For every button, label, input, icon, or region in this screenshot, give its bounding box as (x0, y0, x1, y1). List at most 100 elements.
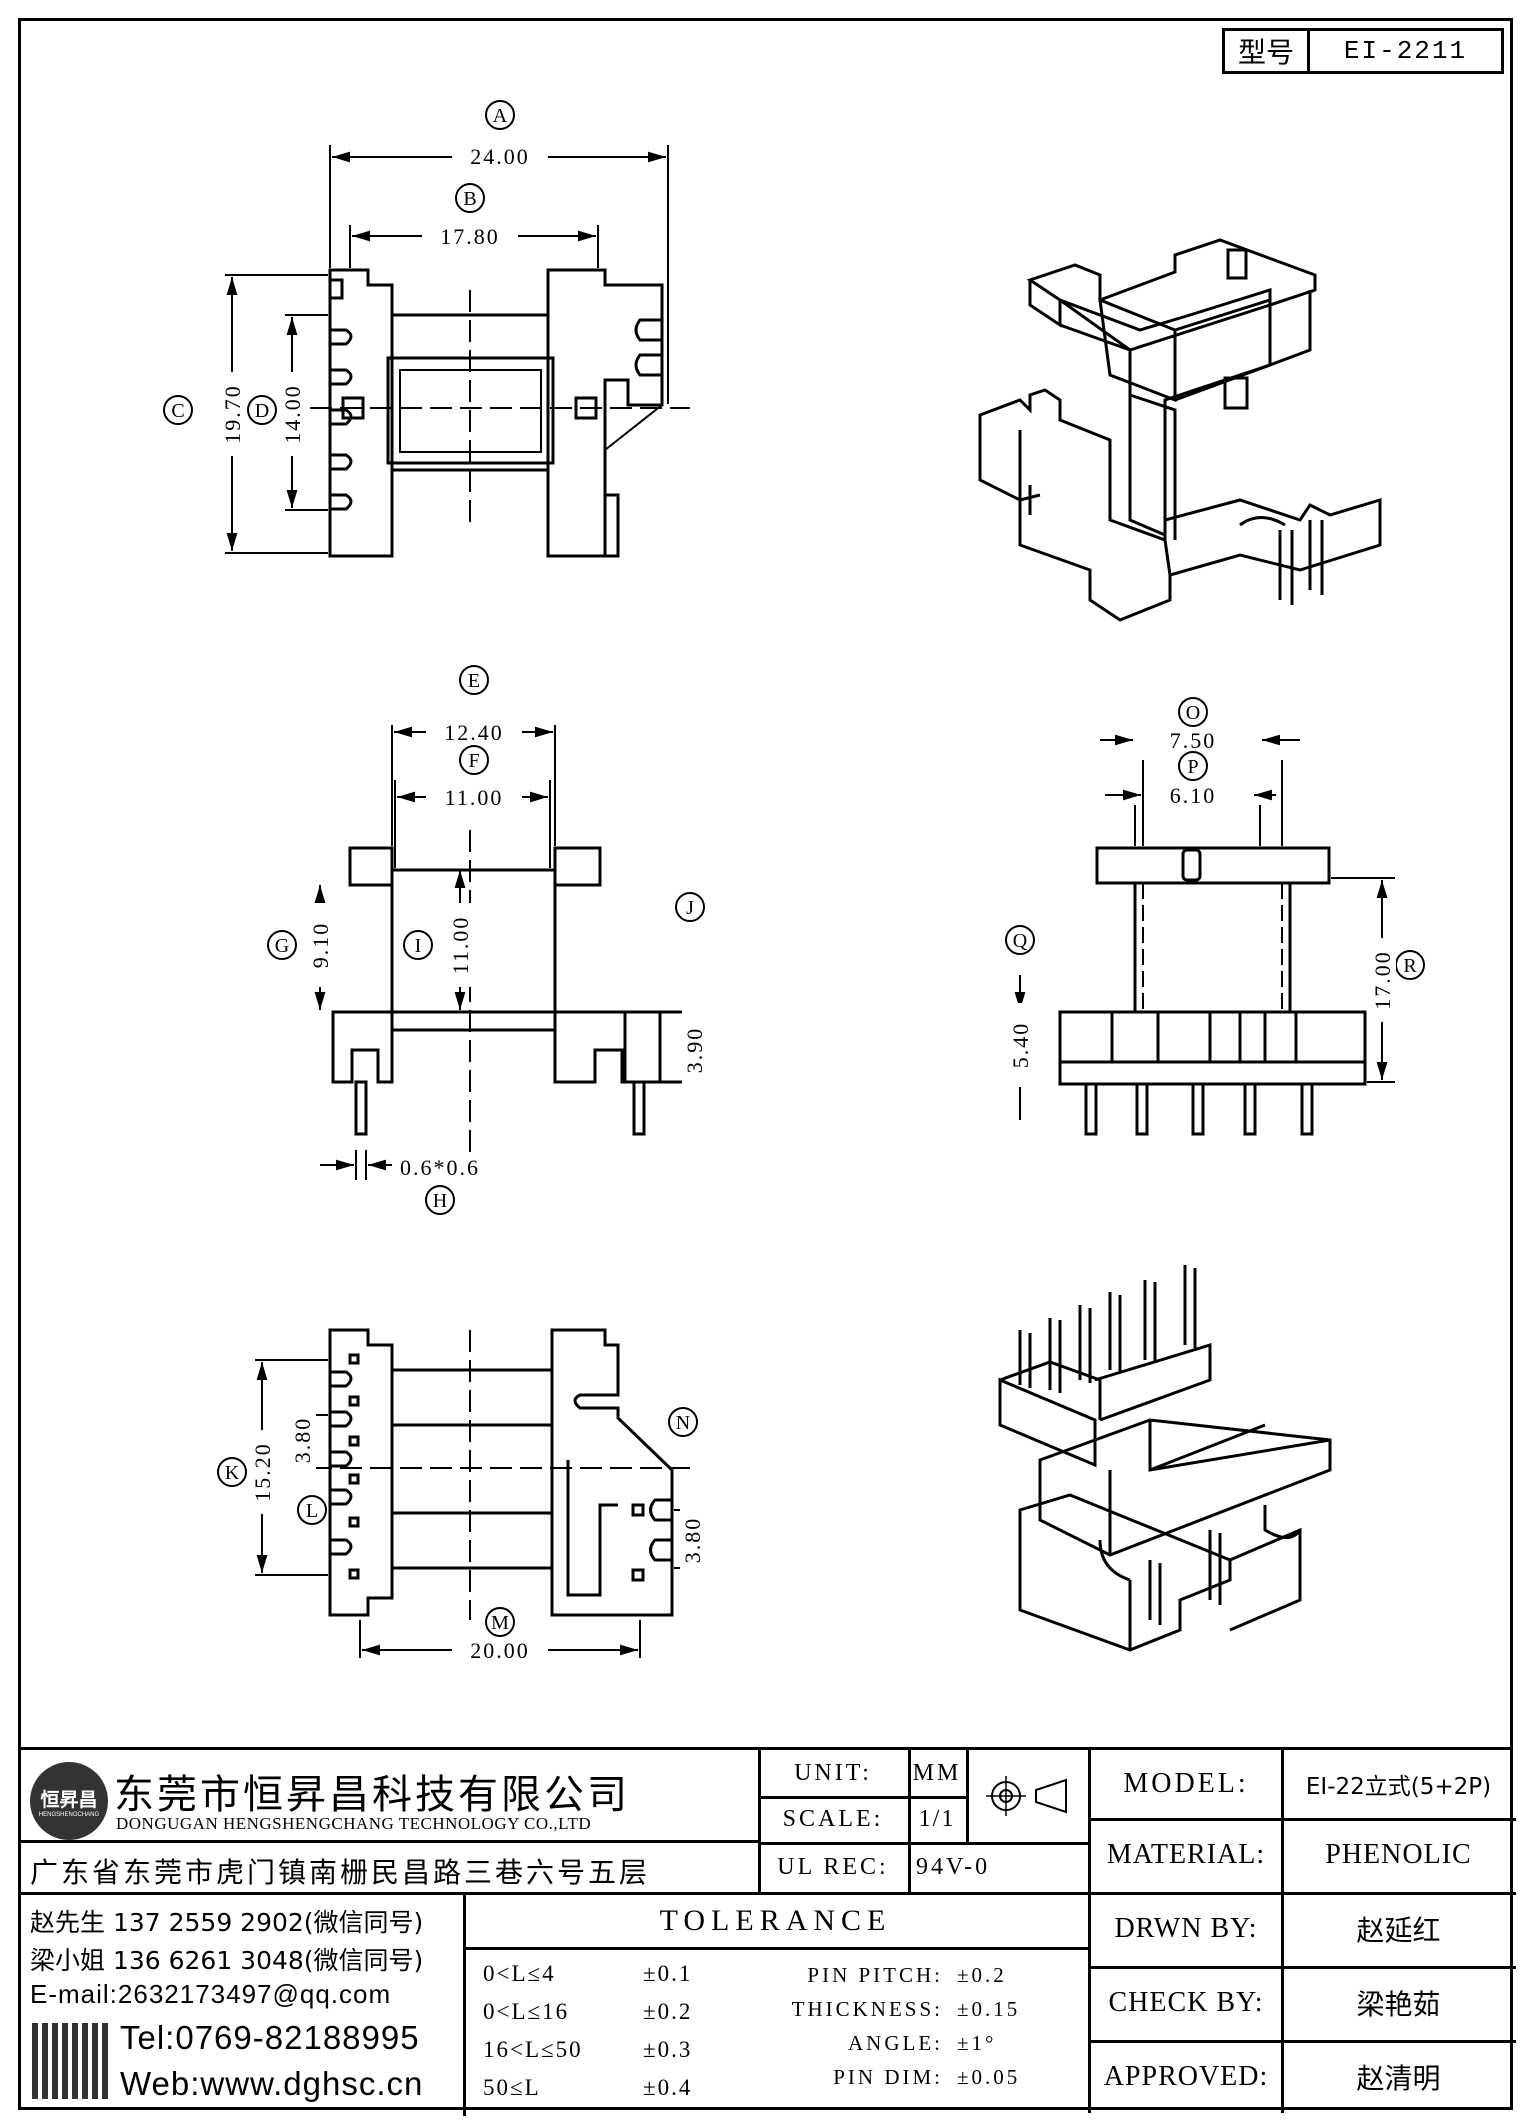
dim-q-letter: Q (1013, 930, 1028, 952)
logo-subtext: HENGSHENGCHANG (38, 1811, 100, 1818)
contact-line-1: 赵先生 137 2559 2902(微信同号) (30, 1908, 424, 1937)
dim-f-marker (459, 745, 489, 775)
approved-value: 赵清明 (1356, 2061, 1441, 2095)
tolerance-range: 0<L≤16 (483, 1999, 570, 2024)
contact-email[interactable]: E-mail:2632173497@qq.com (30, 1979, 392, 2009)
dim-l-letter: L (306, 1500, 318, 1522)
dim-h-value-bg (392, 1155, 488, 1181)
dim-g-value-bg (308, 903, 334, 987)
check-by-value: 梁艳茹 (1281, 1966, 1516, 2043)
bottom-view (255, 1328, 700, 1658)
drawn-by-label: DRWN BY: (1091, 1892, 1284, 1969)
dim-n-letter: N (676, 1412, 690, 1434)
model-number-value: EI-2211 (1343, 36, 1468, 66)
dim-o-marker (1178, 697, 1208, 727)
check-by-label: CHECK BY: (1091, 1966, 1284, 2043)
dim-k-value-bg (250, 1430, 276, 1514)
side-view (1058, 760, 1395, 1136)
tolerance-value: ±0.2 (643, 1999, 693, 2024)
tolerance-other-row: PIN DIM: ±0.05 (763, 2063, 1073, 2091)
tolerance-range: 50≤L (483, 2075, 541, 2100)
title-block: 恒昇昌 HENGSHENGCHANG 东莞市恒昇昌科技有限公司 DONGUGAN… (18, 1747, 1516, 2116)
tolerance-other-label: PIN DIM: (833, 2064, 943, 2089)
dim-q-value: 5.40 (1008, 1022, 1033, 1069)
dim-b-value-bg (422, 224, 518, 250)
dim-p-marker (1178, 751, 1208, 781)
dim-n-marker (668, 1407, 698, 1437)
tolerance-other-row: THICKNESS: ±0.15 (763, 1995, 1073, 2023)
dim-i-value: 11.00 (448, 916, 473, 975)
ul-rec-value: 94V-0 (916, 1854, 991, 1880)
dim-o-letter: O (1186, 702, 1200, 724)
dim-j-letter: J (686, 897, 694, 919)
material-label: MATERIAL: (1091, 1818, 1284, 1895)
dim-g-value: 9.10 (308, 922, 333, 969)
tolerance-other-value: ±0.2 (957, 1962, 1007, 1987)
dim-g-letter: G (275, 935, 289, 957)
info-block: MODEL: EI-22立式(5+2P) MATERIAL: PHENOLIC … (1088, 1750, 1516, 2113)
tolerance-row: 16<L≤50±0.3 (483, 2031, 763, 2069)
dim-r-value-bg (1370, 938, 1396, 1022)
projection-icon (986, 1776, 1067, 1816)
dim-n-value-bg (680, 1498, 706, 1582)
dim-i-value-bg (448, 903, 474, 987)
dim-k-letter: K (225, 1462, 240, 1484)
qr-code-icon (32, 2023, 108, 2099)
dim-p-value-bg (1145, 783, 1241, 809)
dim-h-letter: H (433, 1190, 447, 1212)
drawing-frame (18, 18, 1513, 2110)
dim-c-value-bg (220, 372, 246, 456)
dim-j-value: 3.90 (682, 1027, 707, 1074)
tolerance-title: TOLERANCE (463, 1895, 1088, 1950)
top-view (225, 145, 690, 558)
contact-block: 赵先生 137 2559 2902(微信同号) 梁小姐 136 6261 304… (18, 1892, 466, 2116)
dim-q-value-bg (1008, 1003, 1034, 1087)
company-logo: 恒昇昌 HENGSHENGCHANG (30, 1762, 108, 1840)
dim-d-letter: D (255, 400, 269, 422)
contact-tel[interactable]: Tel:0769-82188995 (120, 2019, 420, 2056)
dim-o-value-bg (1145, 728, 1241, 754)
model-number-label: 型号 (1225, 31, 1310, 71)
dim-d-marker (247, 395, 277, 425)
dim-b-value: 17.80 (440, 224, 500, 249)
tolerance-other-value: ±0.05 (957, 2064, 1021, 2089)
dim-m-value: 20.00 (470, 1638, 530, 1663)
dim-o-value: 7.50 (1170, 728, 1217, 753)
unit-value: MM (908, 1750, 969, 1799)
dim-m-marker (485, 1607, 515, 1637)
company-name-en: DONGUGAN HENGSHENGCHANG TECHNOLOGY CO.,L… (116, 1814, 592, 1833)
ul-rec-label: UL REC: (758, 1842, 911, 1892)
dim-c-value: 19.70 (220, 384, 245, 444)
dim-j-marker (675, 892, 705, 922)
dim-j-value-bg (682, 1008, 708, 1092)
approved-label: APPROVED: (1091, 2040, 1284, 2113)
dim-q-marker (1005, 925, 1035, 955)
dim-r-value: 17.00 (1370, 950, 1395, 1010)
scale-label: SCALE: (758, 1796, 911, 1845)
tolerance-other-label: THICKNESS: (791, 1996, 943, 2021)
contact-web[interactable]: Web:www.dghsc.cn (120, 2065, 424, 2102)
tolerance-other-row: ANGLE:±1° (763, 2029, 1073, 2057)
dim-b-letter: B (463, 188, 476, 210)
dim-d-value: 14.00 (280, 384, 305, 444)
dim-m-letter: M (491, 1612, 509, 1634)
dim-h-marker (425, 1185, 455, 1215)
dim-p-value: 6.10 (1170, 783, 1217, 808)
tolerance-value: ±0.4 (643, 2075, 693, 2100)
dim-c-marker (163, 395, 193, 425)
model-value: EI-22立式(5+2P) (1281, 1750, 1516, 1821)
tolerance-range: 0<L≤4 (483, 1961, 556, 1986)
dim-r-letter: R (1403, 955, 1417, 977)
dim-f-letter: F (468, 750, 479, 772)
dim-f-value-bg (426, 785, 522, 811)
dim-i-letter: I (415, 935, 422, 957)
isometric-view-top (978, 238, 1382, 622)
drawn-by-value: 赵延红 (1281, 1892, 1516, 1969)
dim-g-marker (267, 930, 297, 960)
tolerance-other-value: ±0.15 (957, 1996, 1021, 2021)
model-label: MODEL: (1091, 1750, 1284, 1821)
unit-label: UNIT: (758, 1750, 911, 1799)
